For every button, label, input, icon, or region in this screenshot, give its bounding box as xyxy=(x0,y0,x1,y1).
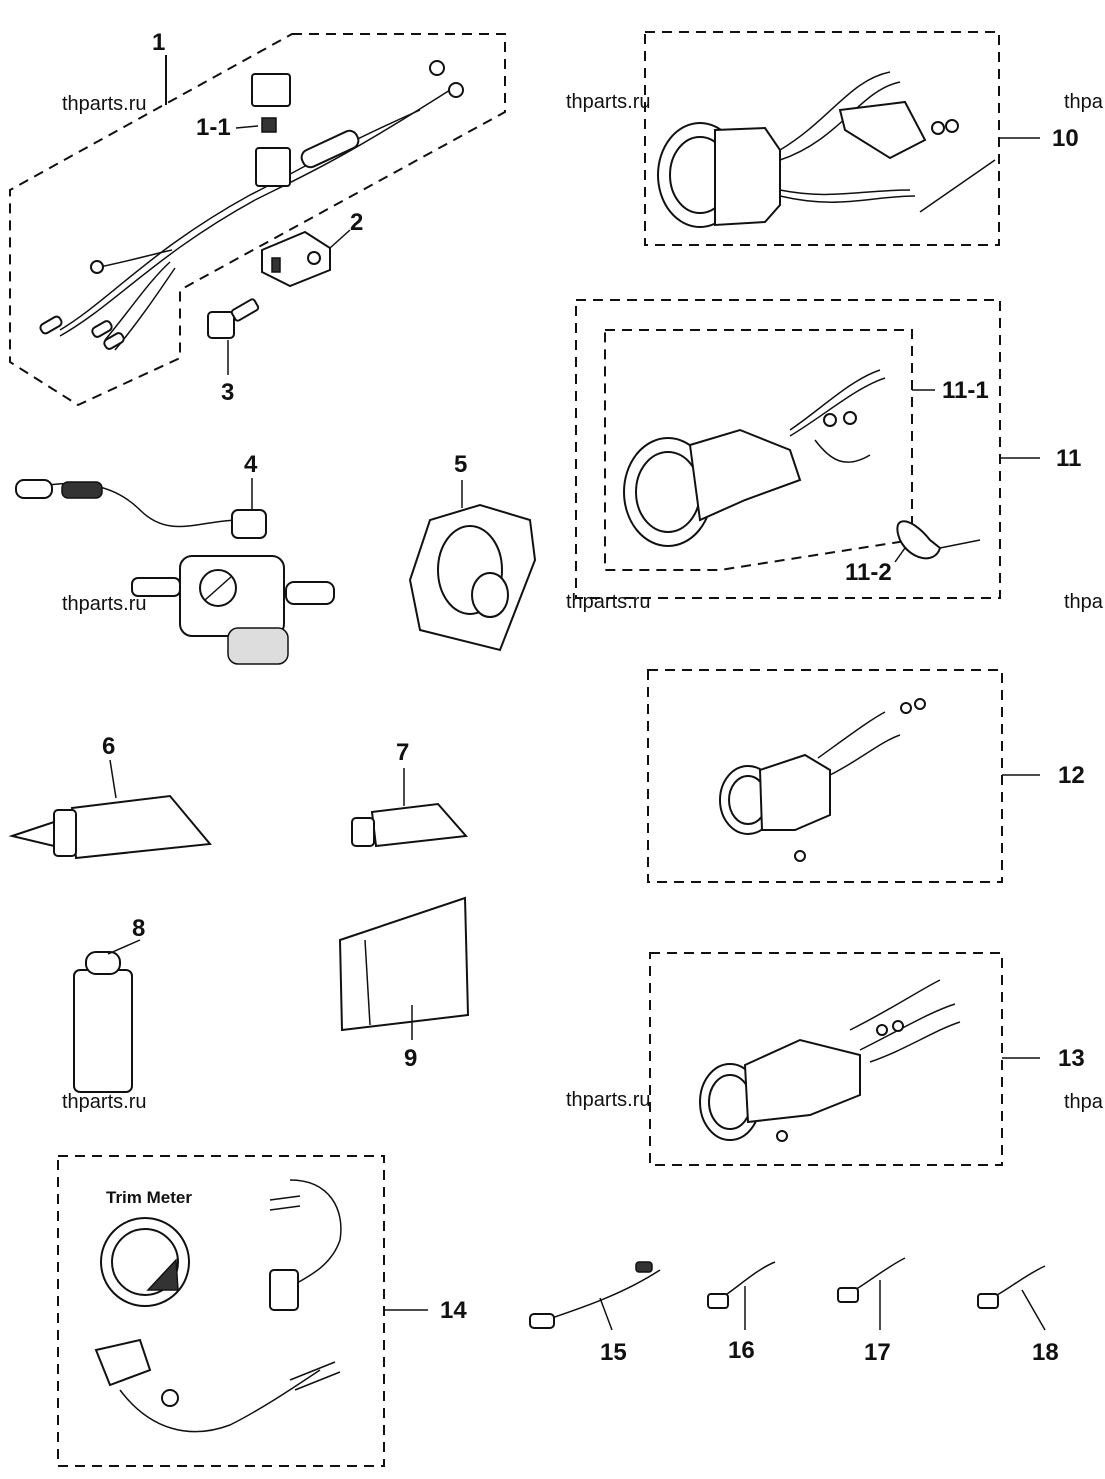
part-4-remote-control xyxy=(15,478,335,665)
watermark: thparts.ru xyxy=(566,591,650,613)
part-12-meter xyxy=(647,669,1040,883)
callout-10: 10 xyxy=(1052,125,1079,152)
callout-11: 11 xyxy=(1056,445,1081,472)
part-17-lead xyxy=(837,1257,906,1330)
part-11-meter-set xyxy=(575,299,1040,599)
part-16-lead xyxy=(707,1261,776,1330)
part-6-grease-tube xyxy=(8,759,212,860)
callout-12: 12 xyxy=(1058,762,1085,789)
part-18-lead xyxy=(977,1265,1046,1331)
part-2-bracket xyxy=(261,229,351,288)
callout-16: 16 xyxy=(728,1337,755,1364)
callout-11-2: 11-2 xyxy=(845,559,892,586)
callout-4: 4 xyxy=(244,451,258,478)
part-7-small-tube xyxy=(351,768,469,848)
callout-11-1: 11-1 xyxy=(942,377,989,404)
callout-17: 17 xyxy=(864,1339,891,1366)
callout-3: 3 xyxy=(221,379,234,406)
callout-9: 9 xyxy=(404,1045,417,1072)
watermark: thparts.ru xyxy=(62,93,146,115)
watermark-partial: thpa xyxy=(1064,1091,1104,1113)
callout-5: 5 xyxy=(454,451,467,478)
part-13-meter xyxy=(649,952,1040,1166)
watermark: thparts.ru xyxy=(566,1089,650,1111)
watermark: thparts.ru xyxy=(62,1091,146,1113)
part-10-tachometer xyxy=(644,31,1040,246)
callout-15: 15 xyxy=(600,1339,627,1366)
callout-6: 6 xyxy=(102,733,115,760)
callout-8: 8 xyxy=(132,915,145,942)
trim-meter-label: Trim Meter xyxy=(106,1188,192,1207)
part-1-wire-harness xyxy=(9,33,506,407)
callout-13: 13 xyxy=(1058,1045,1085,1072)
callout-2: 2 xyxy=(350,209,363,236)
part-15-lead xyxy=(529,1261,661,1331)
part-8-spray-can xyxy=(73,939,141,1093)
callout-14: 14 xyxy=(440,1297,467,1324)
callout-1: 1 xyxy=(152,29,165,56)
watermark-partial: thpa xyxy=(1064,591,1104,613)
part-9-bag xyxy=(338,896,470,1040)
watermark: thparts.ru xyxy=(566,91,650,113)
callout-7: 7 xyxy=(396,739,409,766)
watermark-partial: thpa xyxy=(1064,91,1104,113)
part-14-trim-meter-kit xyxy=(57,1155,428,1467)
callout-18: 18 xyxy=(1032,1339,1059,1366)
part-3-bolt xyxy=(207,298,260,375)
watermarks: thparts.ru thparts.ru thpa thparts.ru th… xyxy=(62,91,1104,1113)
callout-1-1: 1-1 xyxy=(196,114,231,141)
part-5-cover xyxy=(408,480,537,652)
watermark: thparts.ru xyxy=(62,593,146,615)
